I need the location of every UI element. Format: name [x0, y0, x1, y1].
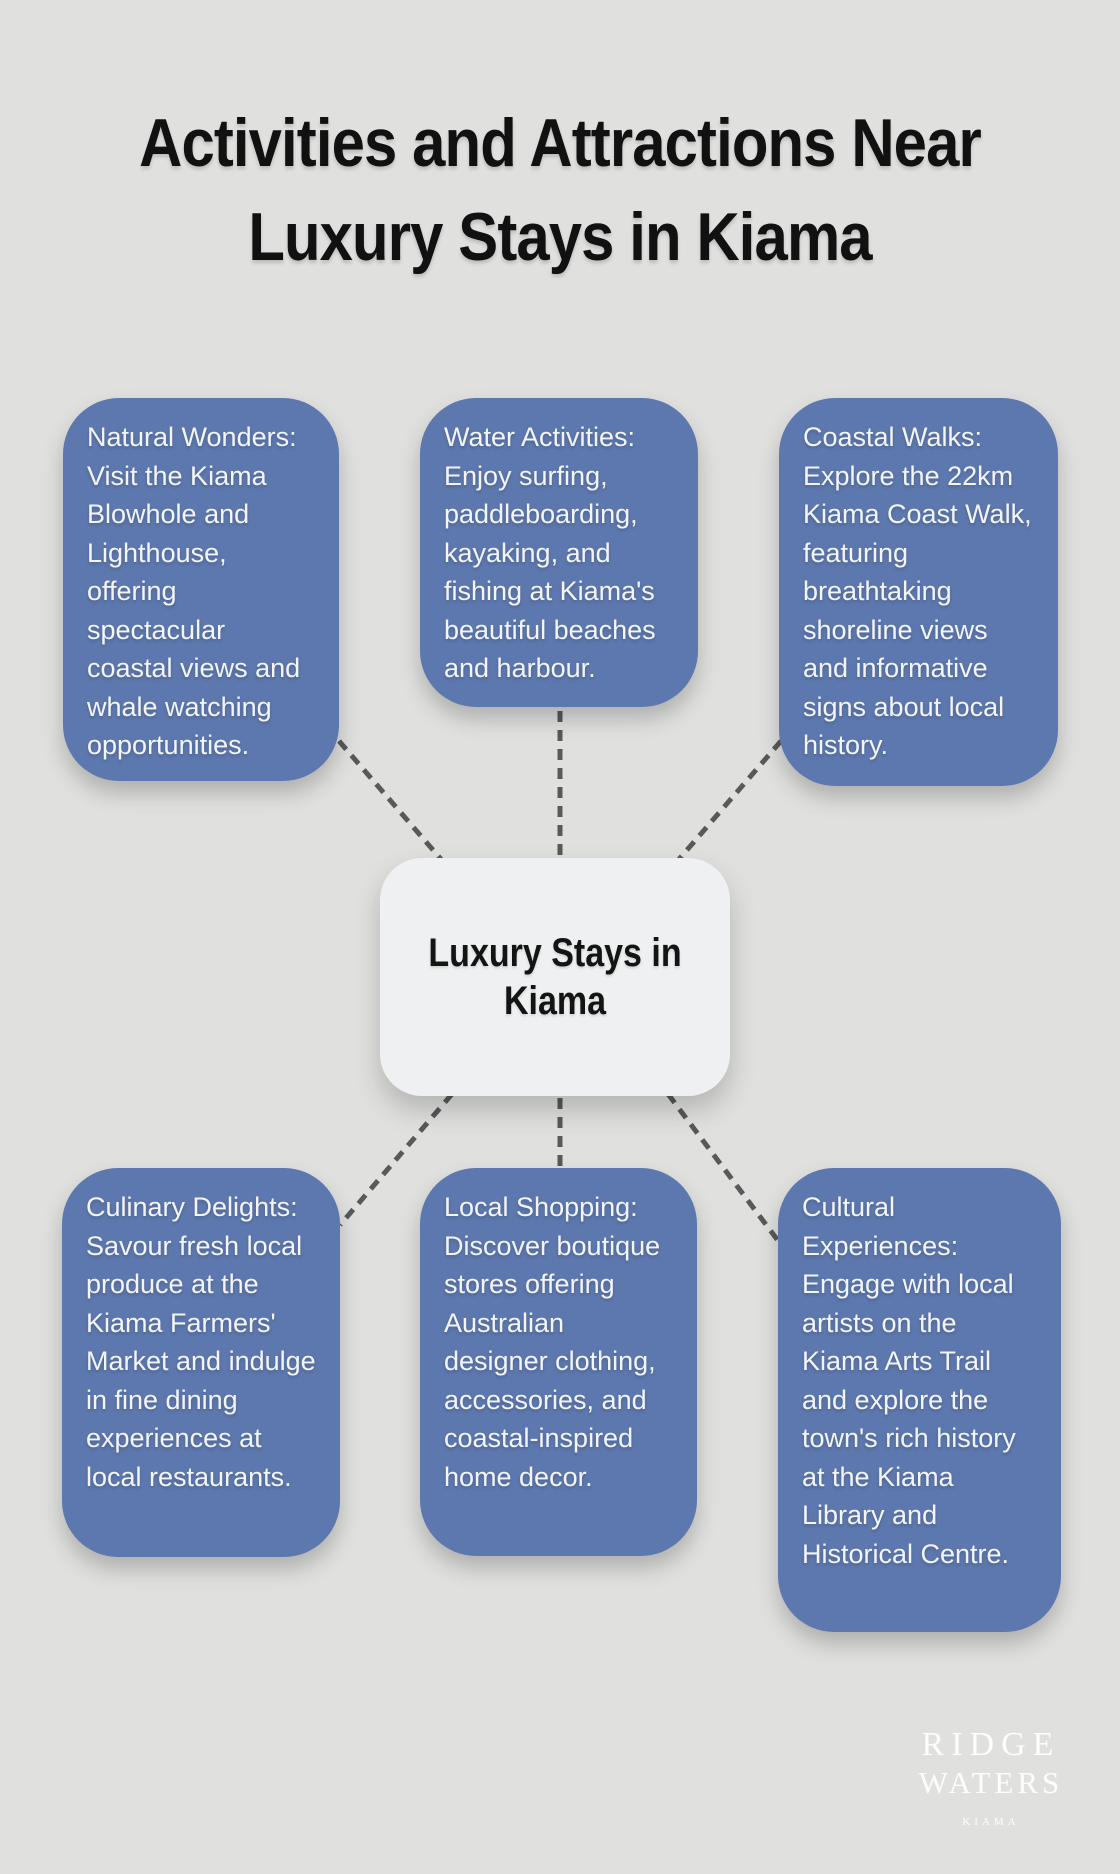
brand-logo-ridge: RIDGE: [921, 1726, 1061, 1763]
center-node-label: Luxury Stays in Kiama: [428, 931, 682, 1023]
connector-culinary-delights: [338, 1092, 454, 1227]
brand-logo-kiama: KIAMA: [962, 1816, 1020, 1828]
connector-coastal-walks: [666, 739, 783, 874]
node-cultural-experiences-text: Cultural Experiences: Engage with local …: [802, 1192, 1016, 1569]
node-local-shopping: Local Shopping: Discover boutique stores…: [420, 1168, 697, 1556]
node-local-shopping-text: Local Shopping: Discover boutique stores…: [444, 1192, 661, 1492]
node-cultural-experiences: Cultural Experiences: Engage with local …: [778, 1168, 1061, 1632]
node-water-activities: Water Activities: Enjoy surfing, paddleb…: [420, 398, 698, 707]
brand-logo: RIDGE WATERS KIAMA: [905, 1726, 1077, 1828]
node-culinary-delights-text: Culinary Delights: Savour fresh local pr…: [86, 1192, 316, 1492]
page-title: Activities and Attractions Near Luxury S…: [139, 105, 982, 275]
node-coastal-walks-text: Coastal Walks: Explore the 22km Kiama Co…: [803, 422, 1032, 760]
node-natural-wonders: Natural Wonders: Visit the Kiama Blowhol…: [63, 398, 339, 781]
node-culinary-delights: Culinary Delights: Savour fresh local pr…: [62, 1168, 340, 1557]
connector-natural-wonders: [337, 739, 454, 874]
brand-logo-waters: WATERS: [918, 1765, 1064, 1800]
node-coastal-walks: Coastal Walks: Explore the 22km Kiama Co…: [779, 398, 1058, 786]
center-node: Luxury Stays in Kiama: [380, 858, 730, 1096]
node-water-activities-text: Water Activities: Enjoy surfing, paddleb…: [444, 422, 656, 683]
node-natural-wonders-text: Natural Wonders: Visit the Kiama Blowhol…: [87, 422, 301, 760]
connector-cultural-experiences: [666, 1092, 781, 1244]
